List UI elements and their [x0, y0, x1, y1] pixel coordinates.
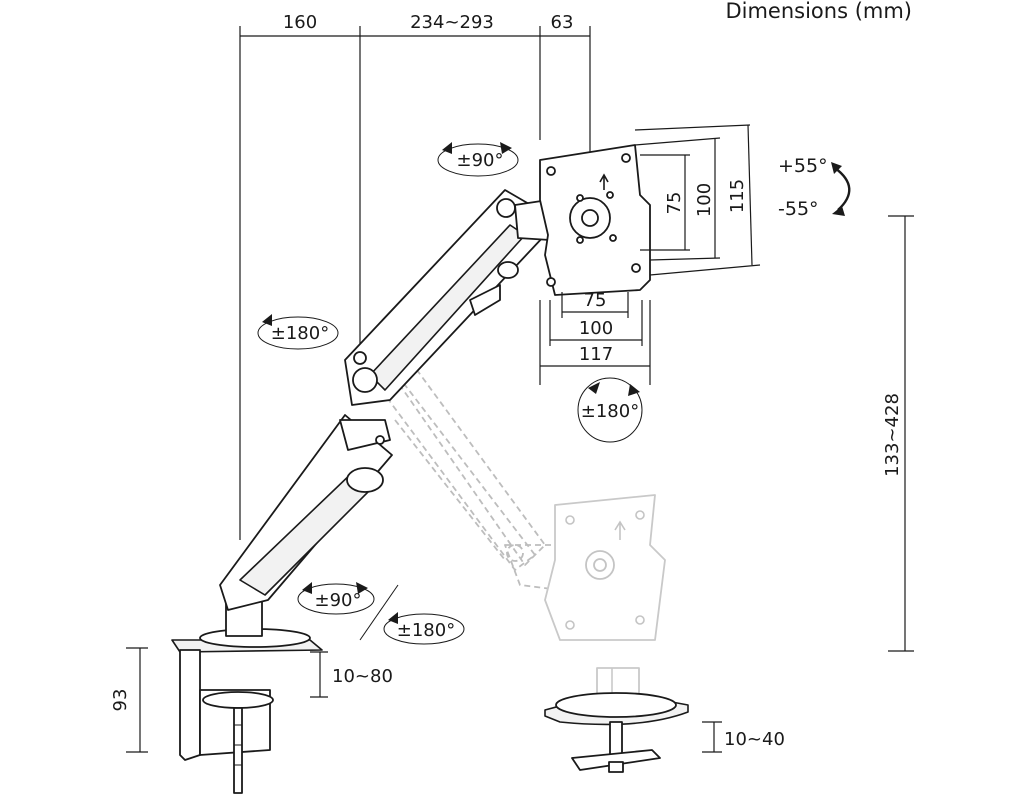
mid-swivel-label: ±180° — [271, 323, 329, 344]
grommet-range-label: 10~40 — [724, 729, 785, 750]
dim-label-234-293: 234~293 — [410, 12, 494, 33]
tilt-arrow-icon — [831, 162, 851, 216]
rotation-divider — [359, 584, 399, 641]
panel-rotate-icon — [577, 377, 643, 443]
base-swivel-label: ±90° — [315, 590, 362, 611]
diagram-title: Dimensions (mm) — [725, 0, 912, 23]
clamp-range-label: 10~80 — [332, 666, 393, 687]
lower-arm — [219, 414, 393, 637]
upper-arm — [344, 189, 551, 406]
height-range-label: 133~428 — [882, 393, 903, 477]
vesa-height-75: 75 — [664, 192, 685, 215]
vesa-width-117: 117 — [579, 344, 613, 365]
mid-swivel-rotate-icon — [257, 314, 339, 350]
dim-label-160: 160 — [283, 12, 317, 33]
base-rotate-icon — [383, 612, 465, 645]
vesa-width-dimensions — [539, 292, 651, 385]
tilt-down-label: -55° — [778, 198, 819, 220]
vesa-height-115: 115 — [727, 179, 748, 213]
top-dimension-line — [239, 26, 591, 540]
lowered-vesa-plate-ghost — [544, 494, 666, 641]
desk-clamp — [171, 628, 323, 794]
head-swivel-rotate-icon — [437, 142, 519, 177]
base-rotate-label: ±180° — [397, 620, 455, 641]
dim-label-63: 63 — [551, 12, 574, 33]
grommet-range-dimension — [702, 721, 722, 753]
height-range-dimension — [888, 215, 914, 652]
base-swivel-rotate-icon — [297, 582, 375, 615]
panel-rotate-label: ±180° — [581, 401, 639, 422]
vesa-height-dimensions — [634, 124, 761, 276]
vesa-width-100: 100 — [579, 318, 613, 339]
vesa-height-100: 100 — [694, 183, 715, 217]
head-swivel-label: ±90° — [457, 150, 504, 171]
vesa-plate — [539, 144, 651, 296]
clamp-height-label: 93 — [110, 689, 131, 712]
clamp-height-dimension — [126, 647, 148, 753]
vesa-width-75: 75 — [584, 290, 607, 311]
clamp-range-dimension — [310, 651, 328, 698]
tilt-up-label: +55° — [778, 155, 828, 177]
grommet-base — [544, 667, 689, 773]
